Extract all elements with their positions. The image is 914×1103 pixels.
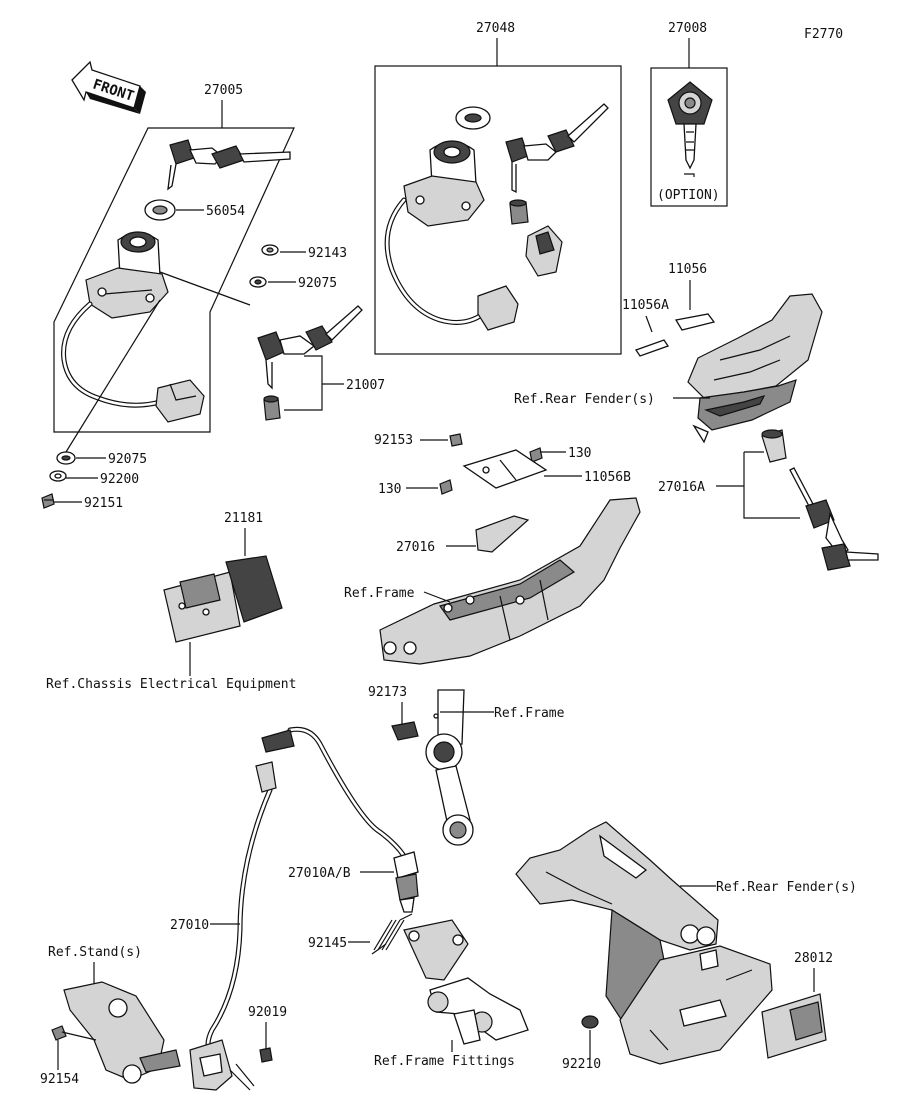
label-27005: 27005 [204,83,243,98]
relay-21181 [163,555,283,643]
label-option: (OPTION) [657,188,720,203]
clip-92173 [391,721,419,741]
label-ref-chassis: Ref.Chassis Electrical Equipment [46,677,296,692]
frame-fittings [403,919,529,1045]
bolt-92154 [51,1025,97,1041]
label-92019: 92019 [248,1005,287,1020]
label-11056a: 11056A [622,298,669,313]
key-27048 [505,103,609,194]
washer-92075-upper [249,276,267,288]
label-92143: 92143 [308,246,347,261]
washer-92200 [49,470,67,482]
label-ref-stand: Ref.Stand(s) [48,945,142,960]
group-27008-frame [650,67,728,207]
label-92154: 92154 [40,1072,79,1087]
washer-92143 [261,244,279,256]
rear-fender-upper [687,293,823,444]
label-92151: 92151 [84,496,123,511]
nut-92210 [581,1015,599,1029]
key-27005 [167,139,291,191]
bracket-11056b [462,449,548,489]
lock-27016 [475,515,530,553]
frame-bracket [425,689,474,846]
ignition-switch-27005 [85,231,169,319]
label-92173: 92173 [368,685,407,700]
label-ref-rear-fender-1: Ref.Rear Fender(s) [514,392,655,407]
key-21007 [257,305,363,390]
label-92153: 92153 [374,433,413,448]
key-cylinder-27048 [509,199,529,225]
ignition-switch-27048 [403,140,485,227]
label-130-lower: 130 [378,482,401,497]
washer-56054 [144,199,176,221]
wire-harness-27048 [384,197,519,331]
bolt-92151 [41,493,55,509]
lock-27016a [761,429,787,463]
label-56054: 56054 [206,204,245,219]
wire-harness-27010 [205,726,407,1059]
washer-92075-lower [56,451,76,465]
switch-27010ab [393,851,419,913]
label-ref-frame-fittings: Ref.Frame Fittings [374,1054,515,1069]
key-27016a [789,467,879,571]
label-130-upper: 130 [568,446,591,461]
key-27008 [667,81,713,177]
front-arrow-icon: FRONT [71,60,146,114]
label-92210: 92210 [562,1057,601,1072]
frame-center [379,497,641,665]
spring-92145 [371,913,413,955]
label-92145: 92145 [308,936,347,951]
label-27016a: 27016A [658,480,705,495]
label-11056: 11056 [668,262,707,277]
reflector-28012 [761,993,827,1059]
bolt-92019 [259,1047,273,1063]
label-27016: 27016 [396,540,435,555]
label-27008: 27008 [668,21,707,36]
label-92075-upper: 92075 [298,276,337,291]
label-92075-lower: 92075 [108,452,147,467]
label-ref-frame-1: Ref.Frame [344,586,415,601]
stand-bracket [63,981,181,1084]
label-21007: 21007 [346,378,385,393]
label-ref-rear-fender-2: Ref.Rear Fender(s) [716,880,857,895]
bolt-92153 [449,433,463,447]
bolt-130-lower [439,479,453,495]
washer-27048 [455,106,491,130]
label-27010: 27010 [170,918,209,933]
label-21181: 21181 [224,511,263,526]
group-27005-frame [53,100,295,433]
key-cylinder-21007 [263,395,281,421]
label-28012: 28012 [794,951,833,966]
figure-code: F2770 [804,27,843,42]
label-27048: 27048 [476,21,515,36]
label-27010ab: 27010A/B [288,866,351,881]
bolt-130-upper [529,447,543,463]
rear-fender-lower [515,821,773,1065]
bracket-11056 [634,313,716,357]
label-92200: 92200 [100,472,139,487]
wire-harness-27005 [61,301,205,423]
group-27048-frame [374,65,622,355]
label-11056b: 11056B [584,470,631,485]
label-ref-frame-2: Ref.Frame [494,706,565,721]
lock-27048 [525,225,563,277]
sidestand-switch [189,1039,255,1091]
